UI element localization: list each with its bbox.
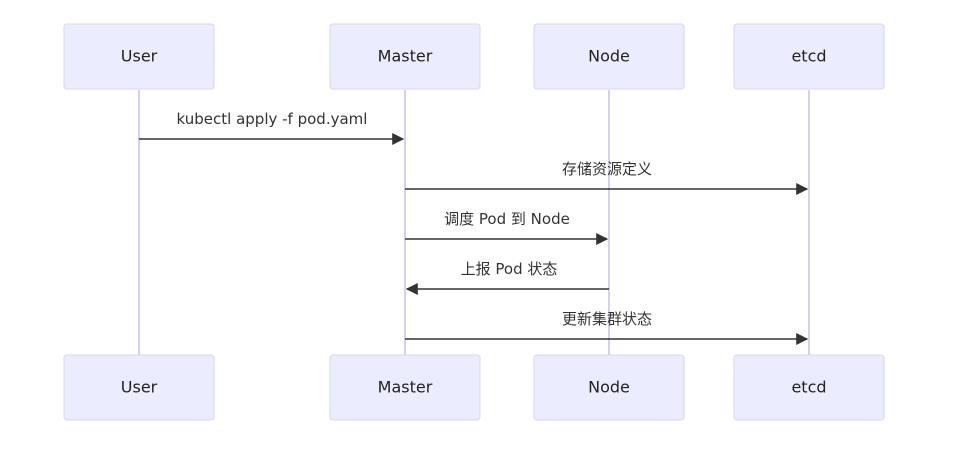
actor-label: etcd: [791, 378, 826, 397]
actor-label: Node: [588, 378, 630, 397]
message-4: 上报 Pod 状态: [405, 260, 609, 295]
actor-label: User: [121, 47, 158, 66]
actor-label: Master: [378, 47, 433, 66]
actor-etcd-top: etcd: [733, 23, 885, 90]
actor-node-top: Node: [533, 23, 685, 90]
actor-user-bottom: User: [63, 354, 215, 421]
message-label: kubectl apply -f pod.yaml: [177, 110, 368, 128]
actor-label: User: [121, 378, 158, 397]
actor-master-top: Master: [329, 23, 481, 90]
actor-user-top: User: [63, 23, 215, 90]
message-2: 存储资源定义: [405, 160, 809, 195]
actor-etcd-bottom: etcd: [733, 354, 885, 421]
actor-label: Node: [588, 47, 630, 66]
actor-label: Master: [378, 378, 433, 397]
actor-master-bottom: Master: [329, 354, 481, 421]
actor-node-bottom: Node: [533, 354, 685, 421]
message-label: 调度 Pod 到 Node: [444, 210, 570, 228]
message-label: 上报 Pod 状态: [461, 260, 558, 278]
message-1: kubectl apply -f pod.yaml: [139, 110, 405, 145]
message-5: 更新集群状态: [405, 310, 809, 345]
message-label: 更新集群状态: [562, 310, 652, 328]
actor-label: etcd: [791, 47, 826, 66]
message-label: 存储资源定义: [562, 160, 652, 178]
message-3: 调度 Pod 到 Node: [405, 210, 609, 245]
